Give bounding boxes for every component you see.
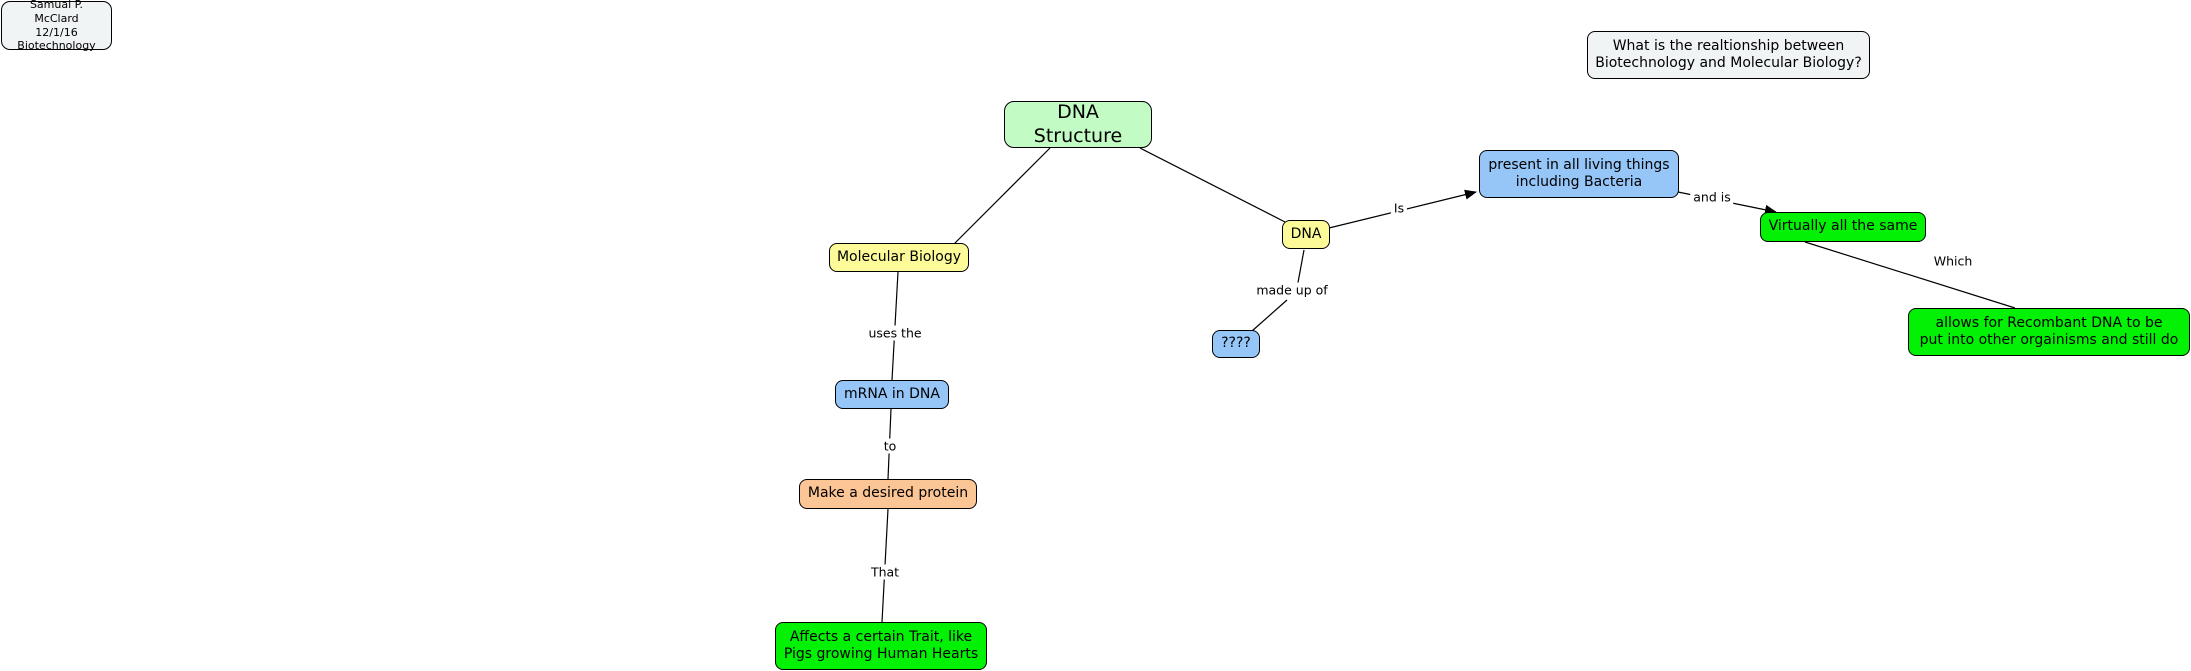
link-label-uses-the: uses the: [865, 325, 925, 341]
dna-structure-node: DNA Structure: [1004, 101, 1152, 148]
link-label-made-up-of: made up of: [1253, 282, 1331, 298]
link-label-which: Which: [1930, 253, 1976, 269]
link-dna-structure-dna: [1139, 147, 1286, 223]
molecular-biology-node: Molecular Biology: [829, 243, 969, 272]
link-dna-structure-molecular-biology: [953, 147, 1051, 245]
link-label-and-is: and is: [1690, 189, 1734, 205]
virtually-same-node: Virtually all the same: [1760, 212, 1926, 242]
make-protein-node: Make a desired protein: [799, 479, 977, 509]
link-dna-unknown-2: [1251, 299, 1288, 332]
present-living-things-node: present in all living things including B…: [1479, 150, 1679, 198]
author-info-box: Samual P. McClard 12/1/16 Biotechnology: [1, 0, 112, 52]
affects-trait-node: Affects a certain Trait, like Pigs growi…: [775, 622, 987, 670]
link-label-that: That: [867, 564, 903, 580]
dna-node: DNA: [1282, 220, 1330, 249]
link-label-to: to: [880, 438, 900, 454]
link-virtually-same-recombinant: [1804, 241, 2016, 309]
recombinant-dna-node: allows for Recombant DNA to be put into …: [1908, 308, 2190, 356]
unknown-node: ????: [1212, 330, 1260, 358]
link-dna-unknown: [1296, 249, 1305, 289]
link-label-is: Is: [1390, 200, 1408, 216]
mrna-in-dna-node: mRNA in DNA: [835, 380, 949, 409]
focus-question-box: What is the realtionship between Biotech…: [1587, 31, 1870, 79]
